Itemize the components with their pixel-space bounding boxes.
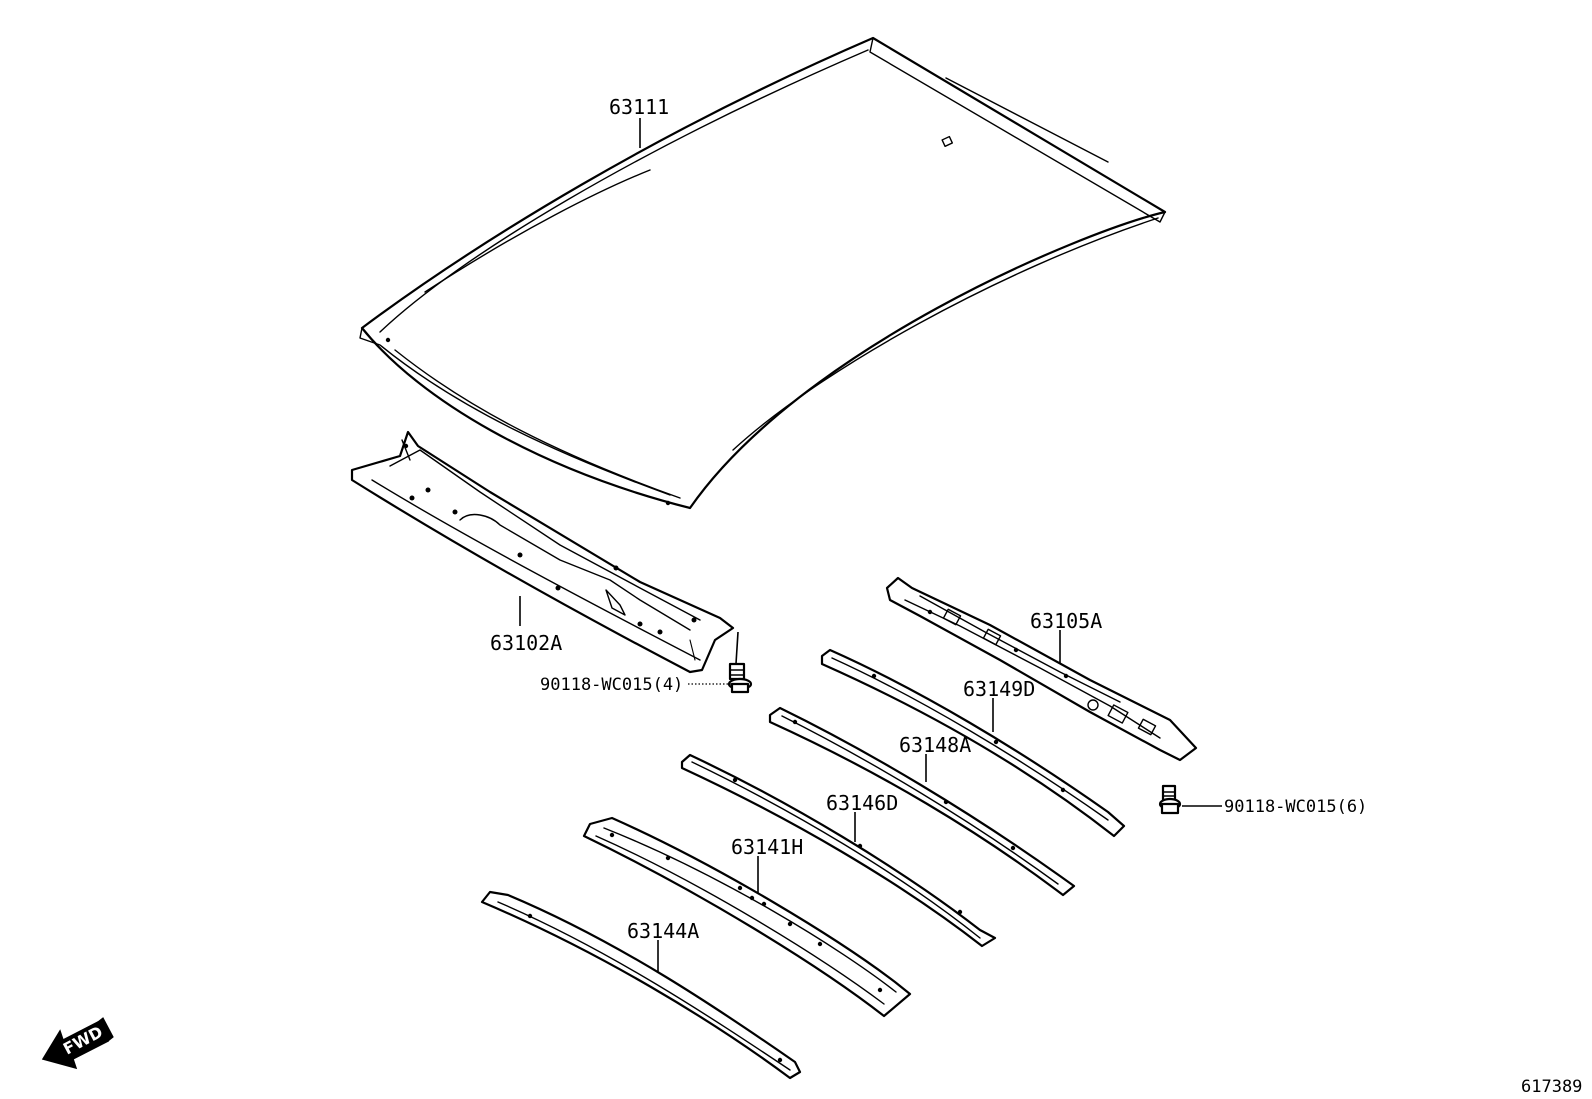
roof-bow-4[interactable] <box>582 816 912 1018</box>
label-front-header: 63102A <box>490 631 562 655</box>
roof-bow-5[interactable] <box>480 890 802 1080</box>
label-bolt-front: 90118-WC015(4) <box>540 675 683 695</box>
roof-bow-3[interactable] <box>680 753 997 948</box>
roof-panel[interactable] <box>359 36 1167 510</box>
roof-bow-2[interactable] <box>768 706 1076 897</box>
label-bolt-rear: 90118-WC015(6) <box>1224 797 1367 817</box>
roof-bow-1[interactable] <box>820 648 1126 838</box>
label-rear-header: 63105A <box>1030 609 1102 633</box>
label-roof-bow-1: 63149D <box>963 677 1035 701</box>
label-roof-bow-2: 63148A <box>899 733 971 757</box>
rear-header[interactable] <box>885 576 1198 762</box>
fwd-arrow: FWD <box>41 1017 114 1070</box>
bolt-rear[interactable] <box>1158 784 1182 815</box>
label-roof-bow-5: 63144A <box>627 919 699 943</box>
leader-lines <box>519 118 1222 972</box>
label-roof-bow-3: 63146D <box>826 791 898 815</box>
label-roof-panel: 63111 <box>609 95 669 119</box>
diagram-id: 617389 <box>1521 1077 1582 1097</box>
bolt-front[interactable] <box>727 631 753 694</box>
front-header[interactable] <box>350 430 735 674</box>
label-roof-bow-4: 63141H <box>731 835 803 859</box>
